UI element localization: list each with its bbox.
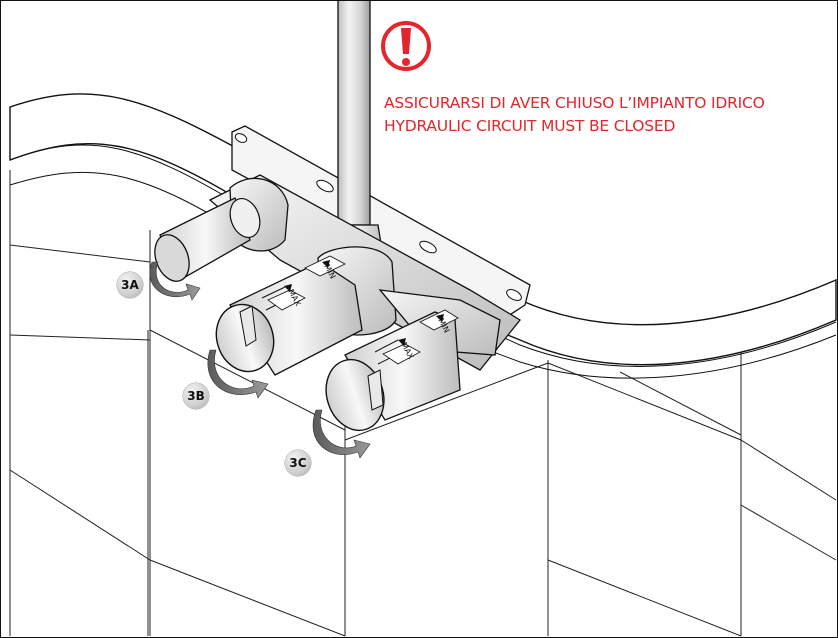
warning-message: ASSICURARSI DI AVER CHIUSO L’IMPIANTO ID… [384, 92, 765, 138]
knob-3b [215, 255, 363, 376]
arrow-3b-icon [207, 349, 269, 399]
step-badge-3c: 3C [285, 450, 311, 476]
mounting-plate [231, 125, 531, 319]
rotation-arrows [149, 261, 371, 459]
warning-line-italian: ASSICURARSI DI AVER CHIUSO L’IMPIANTO ID… [384, 94, 765, 112]
exclamation-icon [381, 21, 431, 71]
step-badge-3a: 3A [117, 272, 143, 298]
knob-3c [325, 309, 461, 432]
arrow-3c-icon [312, 409, 371, 459]
arrow-3a-icon [149, 261, 201, 301]
warning-line-english: HYDRAULIC CIRCUIT MUST BE CLOSED [384, 117, 676, 135]
step-badge-3b: 3B [183, 383, 209, 409]
tile-wall [9, 170, 837, 637]
